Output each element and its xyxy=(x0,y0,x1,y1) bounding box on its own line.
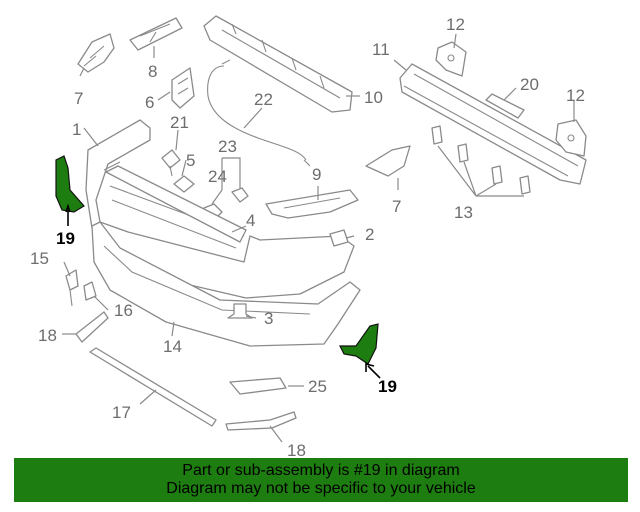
callout-12-right: 12 xyxy=(566,86,585,105)
part-12-bracket-right xyxy=(555,119,587,157)
callout-6: 6 xyxy=(145,93,154,112)
part-20-pad xyxy=(485,93,525,119)
part-23-sensor xyxy=(231,187,249,203)
part-22-wiring-harness xyxy=(207,59,311,167)
part-13-clips xyxy=(431,125,531,195)
part-19-mudguard-left xyxy=(55,155,85,213)
part-19-mudguard-right xyxy=(339,323,379,365)
callout-21: 21 xyxy=(170,113,189,132)
callout-13: 13 xyxy=(454,203,473,222)
callout-7-right: 7 xyxy=(392,197,401,216)
callout-19-left: 19 xyxy=(56,229,75,248)
callout-4: 4 xyxy=(246,211,255,230)
callout-1: 1 xyxy=(72,120,81,139)
callout-11: 11 xyxy=(372,40,390,59)
footer-line-disclaimer: Diagram may not be specific to your vehi… xyxy=(166,480,476,497)
callout-8: 8 xyxy=(148,62,157,81)
callout-10: 10 xyxy=(364,88,383,107)
callout-5: 5 xyxy=(186,151,195,170)
part-5-fastener xyxy=(173,175,195,193)
part-15-bolt xyxy=(65,269,79,307)
leader-lines xyxy=(62,33,575,443)
footer-line-part-info: Part or sub-assembly is #19 in diagram xyxy=(182,462,460,479)
part-7-bracket-right xyxy=(365,145,411,177)
part-21-fastener xyxy=(161,149,181,177)
part-4-step-pad xyxy=(105,165,247,243)
part-18-strip-right xyxy=(225,411,297,431)
callout-14: 14 xyxy=(163,337,182,356)
part-9-bracket xyxy=(265,189,359,219)
part-3-screw xyxy=(227,303,253,319)
callout-12-top: 12 xyxy=(446,15,465,34)
callout-3: 3 xyxy=(264,309,273,328)
callout-15: 15 xyxy=(30,249,49,268)
callout-25: 25 xyxy=(308,377,327,396)
part-12-bracket-top xyxy=(435,41,467,77)
callout-16: 16 xyxy=(114,301,133,320)
callout-23: 23 xyxy=(218,137,237,156)
part-25-reflector xyxy=(229,377,287,395)
callout-19-right: 19 xyxy=(378,377,397,396)
callout-22: 22 xyxy=(254,90,273,109)
part-11-reinforcement xyxy=(399,63,587,185)
footer-text: Part or sub-assembly is #19 in diagram D… xyxy=(14,458,628,502)
callout-17: 17 xyxy=(112,403,131,422)
part-18-strip-left xyxy=(75,311,109,343)
part-16-clip xyxy=(83,281,97,301)
callout-labels: 1 2 3 4 5 6 7 7 8 9 10 11 12 12 13 14 15… xyxy=(30,15,585,460)
callout-9: 9 xyxy=(312,165,321,184)
callout-2: 2 xyxy=(365,225,374,244)
part-14-lower-cover xyxy=(91,221,361,347)
part-8-bracket xyxy=(129,17,183,51)
callout-18-right: 18 xyxy=(287,441,306,460)
callout-24: 24 xyxy=(208,167,227,186)
callout-20: 20 xyxy=(520,75,539,94)
part-10-absorber xyxy=(203,15,353,113)
part-6-bracket xyxy=(171,67,195,109)
part-17-strip xyxy=(89,347,217,427)
footer-banner xyxy=(14,458,628,502)
callout-18-left: 18 xyxy=(38,326,57,345)
part-7-bracket-left xyxy=(77,33,115,73)
callout-7-left: 7 xyxy=(74,89,83,108)
part-2-clip xyxy=(329,229,349,247)
